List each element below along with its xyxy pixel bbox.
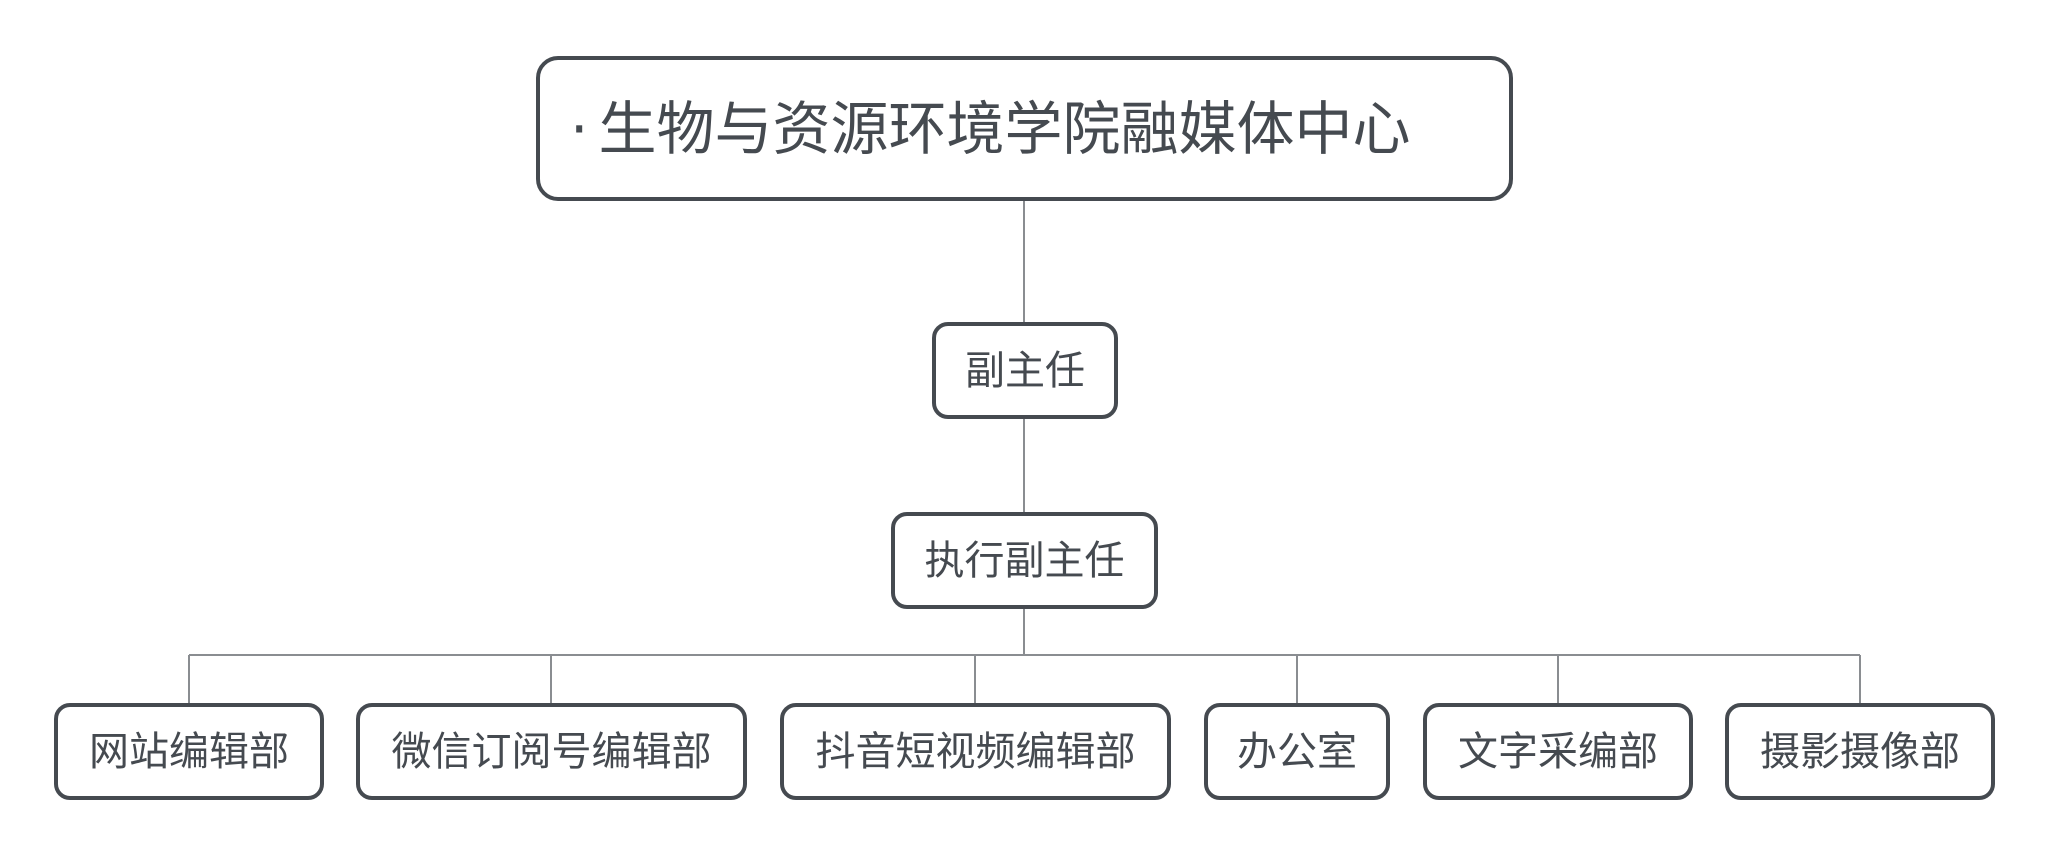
department-label: 文字采编部	[1458, 728, 1658, 775]
department-node-writing[interactable]: 文字采编部	[1423, 703, 1693, 800]
root-label: 生物与资源环境学院融媒体中心	[598, 94, 1411, 163]
department-label: 网站编辑部	[89, 728, 289, 775]
department-node-office[interactable]: 办公室	[1204, 703, 1390, 800]
department-label: 办公室	[1237, 728, 1357, 775]
department-node-douyin[interactable]: 抖音短视频编辑部	[780, 703, 1171, 800]
root-node[interactable]: · 生物与资源环境学院融媒体中心	[536, 56, 1513, 201]
department-label: 摄影摄像部	[1760, 728, 1960, 775]
department-node-website[interactable]: 网站编辑部	[54, 703, 324, 800]
department-node-photography[interactable]: 摄影摄像部	[1725, 703, 1995, 800]
deputy-node[interactable]: 副主任	[932, 322, 1118, 419]
executive-deputy-node[interactable]: 执行副主任	[891, 512, 1158, 609]
department-label: 抖音短视频编辑部	[815, 728, 1136, 775]
department-node-wechat[interactable]: 微信订阅号编辑部	[356, 703, 747, 800]
department-label: 微信订阅号编辑部	[391, 728, 712, 775]
executive-deputy-label: 执行副主任	[924, 537, 1125, 584]
root-bullet: ·	[570, 94, 589, 163]
deputy-label: 副主任	[965, 347, 1085, 394]
